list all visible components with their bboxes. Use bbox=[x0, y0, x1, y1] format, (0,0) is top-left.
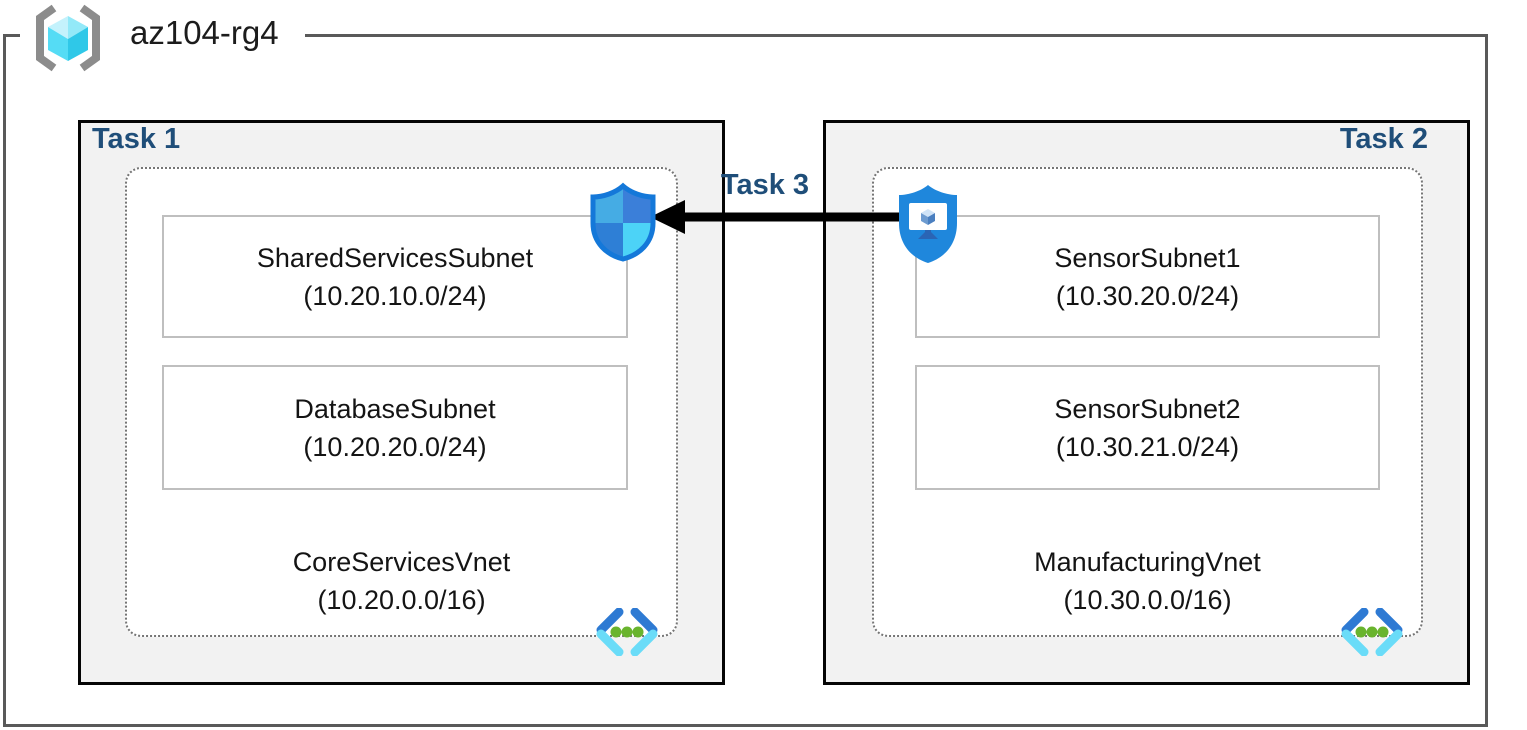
subnet-name: DatabaseSubnet bbox=[294, 393, 496, 424]
subnet-name: SensorSubnet2 bbox=[1054, 393, 1241, 424]
task3-arrow bbox=[650, 200, 936, 234]
subnet-cidr: (10.20.20.0/24) bbox=[303, 431, 487, 462]
vnet-label: ManufacturingVnet (10.30.0.0/16) bbox=[872, 543, 1423, 619]
subnet-box: SensorSubnet2 (10.30.21.0/24) bbox=[915, 365, 1380, 490]
subnet-name: SensorSubnet1 bbox=[1054, 242, 1241, 273]
task1-label: Task 1 bbox=[92, 123, 181, 155]
vnet-name: CoreServicesVnet bbox=[292, 547, 511, 577]
vnet-name: ManufacturingVnet bbox=[1034, 547, 1261, 577]
bastion-icon bbox=[899, 185, 957, 263]
subnet-cidr: (10.30.20.0/24) bbox=[1055, 280, 1240, 311]
task2-label: Task 2 bbox=[1339, 123, 1428, 155]
resource-group-name: az104-rg4 bbox=[130, 14, 279, 51]
vnet-cidr: (10.20.0.0/16) bbox=[317, 585, 486, 615]
virtual-network-icon bbox=[596, 608, 658, 656]
subnet-box: SharedServicesSubnet (10.20.10.0/24) bbox=[162, 215, 628, 338]
virtual-network-icon bbox=[1341, 608, 1403, 656]
resource-group-title-gap bbox=[20, 30, 305, 41]
subnet-box: SensorSubnet1 (10.30.20.0/24) bbox=[915, 215, 1380, 338]
subnet-box: DatabaseSubnet (10.20.20.0/24) bbox=[162, 365, 628, 490]
subnet-name: SharedServicesSubnet bbox=[256, 242, 534, 273]
network-security-group-icon bbox=[590, 182, 656, 262]
vnet-label: CoreServicesVnet (10.20.0.0/16) bbox=[125, 543, 678, 619]
task3-label: Task 3 bbox=[720, 169, 810, 201]
vnet-cidr: (10.30.0.0/16) bbox=[1063, 585, 1232, 615]
subnet-cidr: (10.30.21.0/24) bbox=[1055, 431, 1240, 462]
resource-group-border bbox=[3, 34, 1488, 727]
resource-group-icon bbox=[36, 4, 100, 72]
subnet-cidr: (10.20.10.0/24) bbox=[303, 280, 487, 311]
